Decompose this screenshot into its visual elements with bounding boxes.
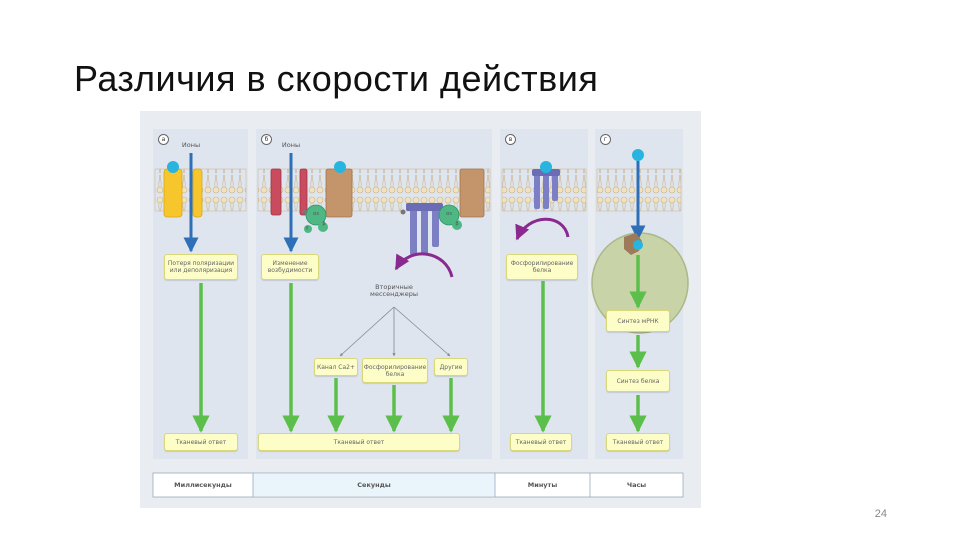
ion-channel-b [270,168,282,216]
g-beta-label: β [322,221,326,227]
timescale-minutes: Минуты [527,481,558,489]
box-protein-phosphorylation-b: Фосфорилирование белка [362,358,428,383]
second-messengers-label: Вторичные мессенджеры [370,283,418,298]
receptor-b [325,168,353,218]
box-response-a: Тканевый ответ [164,433,238,451]
ion-channel-a [163,168,183,218]
box-response-b: Тканевый ответ [258,433,460,451]
purple-arc-b [394,252,454,278]
signaling-speed-diagram: а б в г Ионы Ионы αs β γ αs β Потеря пол… [140,111,701,508]
slide-title: Различия в скорости действия [74,58,599,99]
page-number: 24 [874,508,887,520]
box-mrna-synthesis: Синтез мРНК [606,310,670,332]
ligand-a [167,161,179,173]
box-ca-channel: Канал Ca2+ [314,358,358,376]
ligand-b [334,161,346,173]
g-alpha-label: αs [313,211,319,217]
timescale-seconds: Секунды [357,481,391,489]
ion-label-a: Ионы [181,141,201,149]
g-protein-b2 [438,204,460,226]
g-alpha-label-2: αs [446,211,452,217]
box-other: Другие [434,358,468,376]
diagram-graphics [152,129,689,498]
panel-letter-a: а [158,134,169,145]
ligand-c [540,161,552,173]
box-response-d: Тканевый ответ [606,433,670,451]
panel-letter-b: б [261,134,272,145]
box-depolarization: Потеря поляризации или деполяризация [164,254,238,280]
g-protein-b1 [305,204,327,226]
g-beta-label-2: β [455,221,459,227]
timescale-milliseconds: Миллисекунды [174,481,232,489]
membrane-b [257,168,491,212]
timescale-hours: Часы [626,481,647,489]
ion-label-b: Ионы [281,141,301,149]
box-response-c: Тканевый ответ [510,433,572,451]
box-excitability: Изменение возбудимости [261,254,319,280]
effector-b [410,203,417,255]
box-protein-synthesis: Синтез белка [606,370,670,392]
receptor-kinase-c [534,169,540,209]
panel-letter-c: в [505,134,516,145]
ligand-d [632,149,644,161]
panel-letter-d: г [600,134,611,145]
purple-arc-c [515,217,570,241]
g-gamma-label: γ [305,225,309,231]
box-protein-phosphorylation-c: Фосфорилирование белка [506,254,578,280]
receptor-b2 [459,168,485,218]
